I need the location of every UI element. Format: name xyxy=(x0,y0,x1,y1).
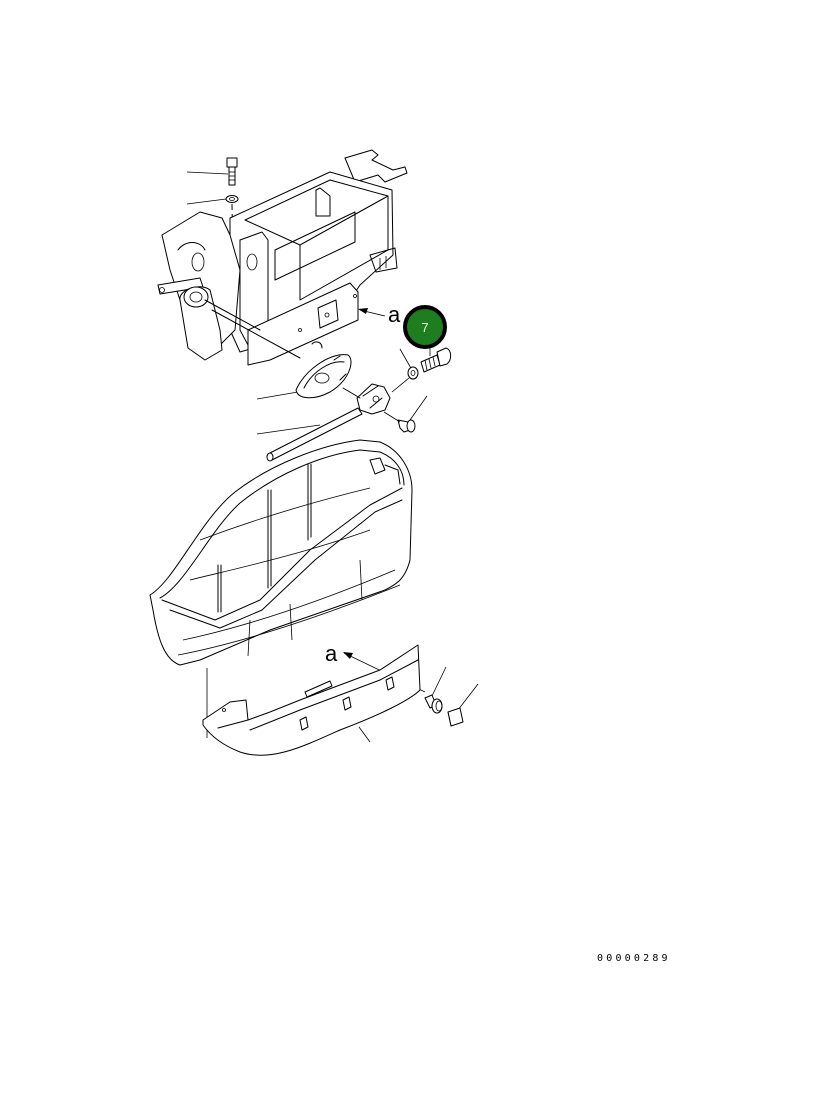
bolt-part xyxy=(420,342,452,373)
callout-badge-7[interactable]: 7 xyxy=(403,305,447,349)
cap-part xyxy=(447,707,464,727)
leader-line-washer-top xyxy=(186,198,227,205)
leader-lines xyxy=(186,171,479,743)
console-cover-part xyxy=(149,439,413,666)
leader-line-rod xyxy=(256,424,321,435)
reference-label-a-lower: a xyxy=(325,641,338,666)
lever-assembly-part xyxy=(342,383,391,415)
rod-part xyxy=(266,407,363,462)
leader-line-screw xyxy=(409,395,428,421)
reference-label-a: a xyxy=(388,302,401,327)
washer-part xyxy=(391,366,419,393)
callout-number: 7 xyxy=(421,319,429,335)
bolt-top-part xyxy=(225,157,239,203)
lower-cover-part xyxy=(202,644,421,756)
reference-marker-a-upper: a xyxy=(358,302,401,327)
console-frame-part xyxy=(157,149,408,366)
leader-line-washer xyxy=(399,348,413,371)
leader-line-lower-cover xyxy=(358,726,371,743)
leader-line-bolt-top xyxy=(186,171,229,175)
screw-part xyxy=(383,411,416,433)
clip-bolt-part xyxy=(424,694,443,714)
bracket-part xyxy=(295,341,352,399)
document-number: 00000289 xyxy=(597,953,671,964)
leader-line-cap xyxy=(457,683,479,711)
leader-line-bracket xyxy=(256,391,299,400)
leader-line-clip-bolt xyxy=(431,666,447,697)
